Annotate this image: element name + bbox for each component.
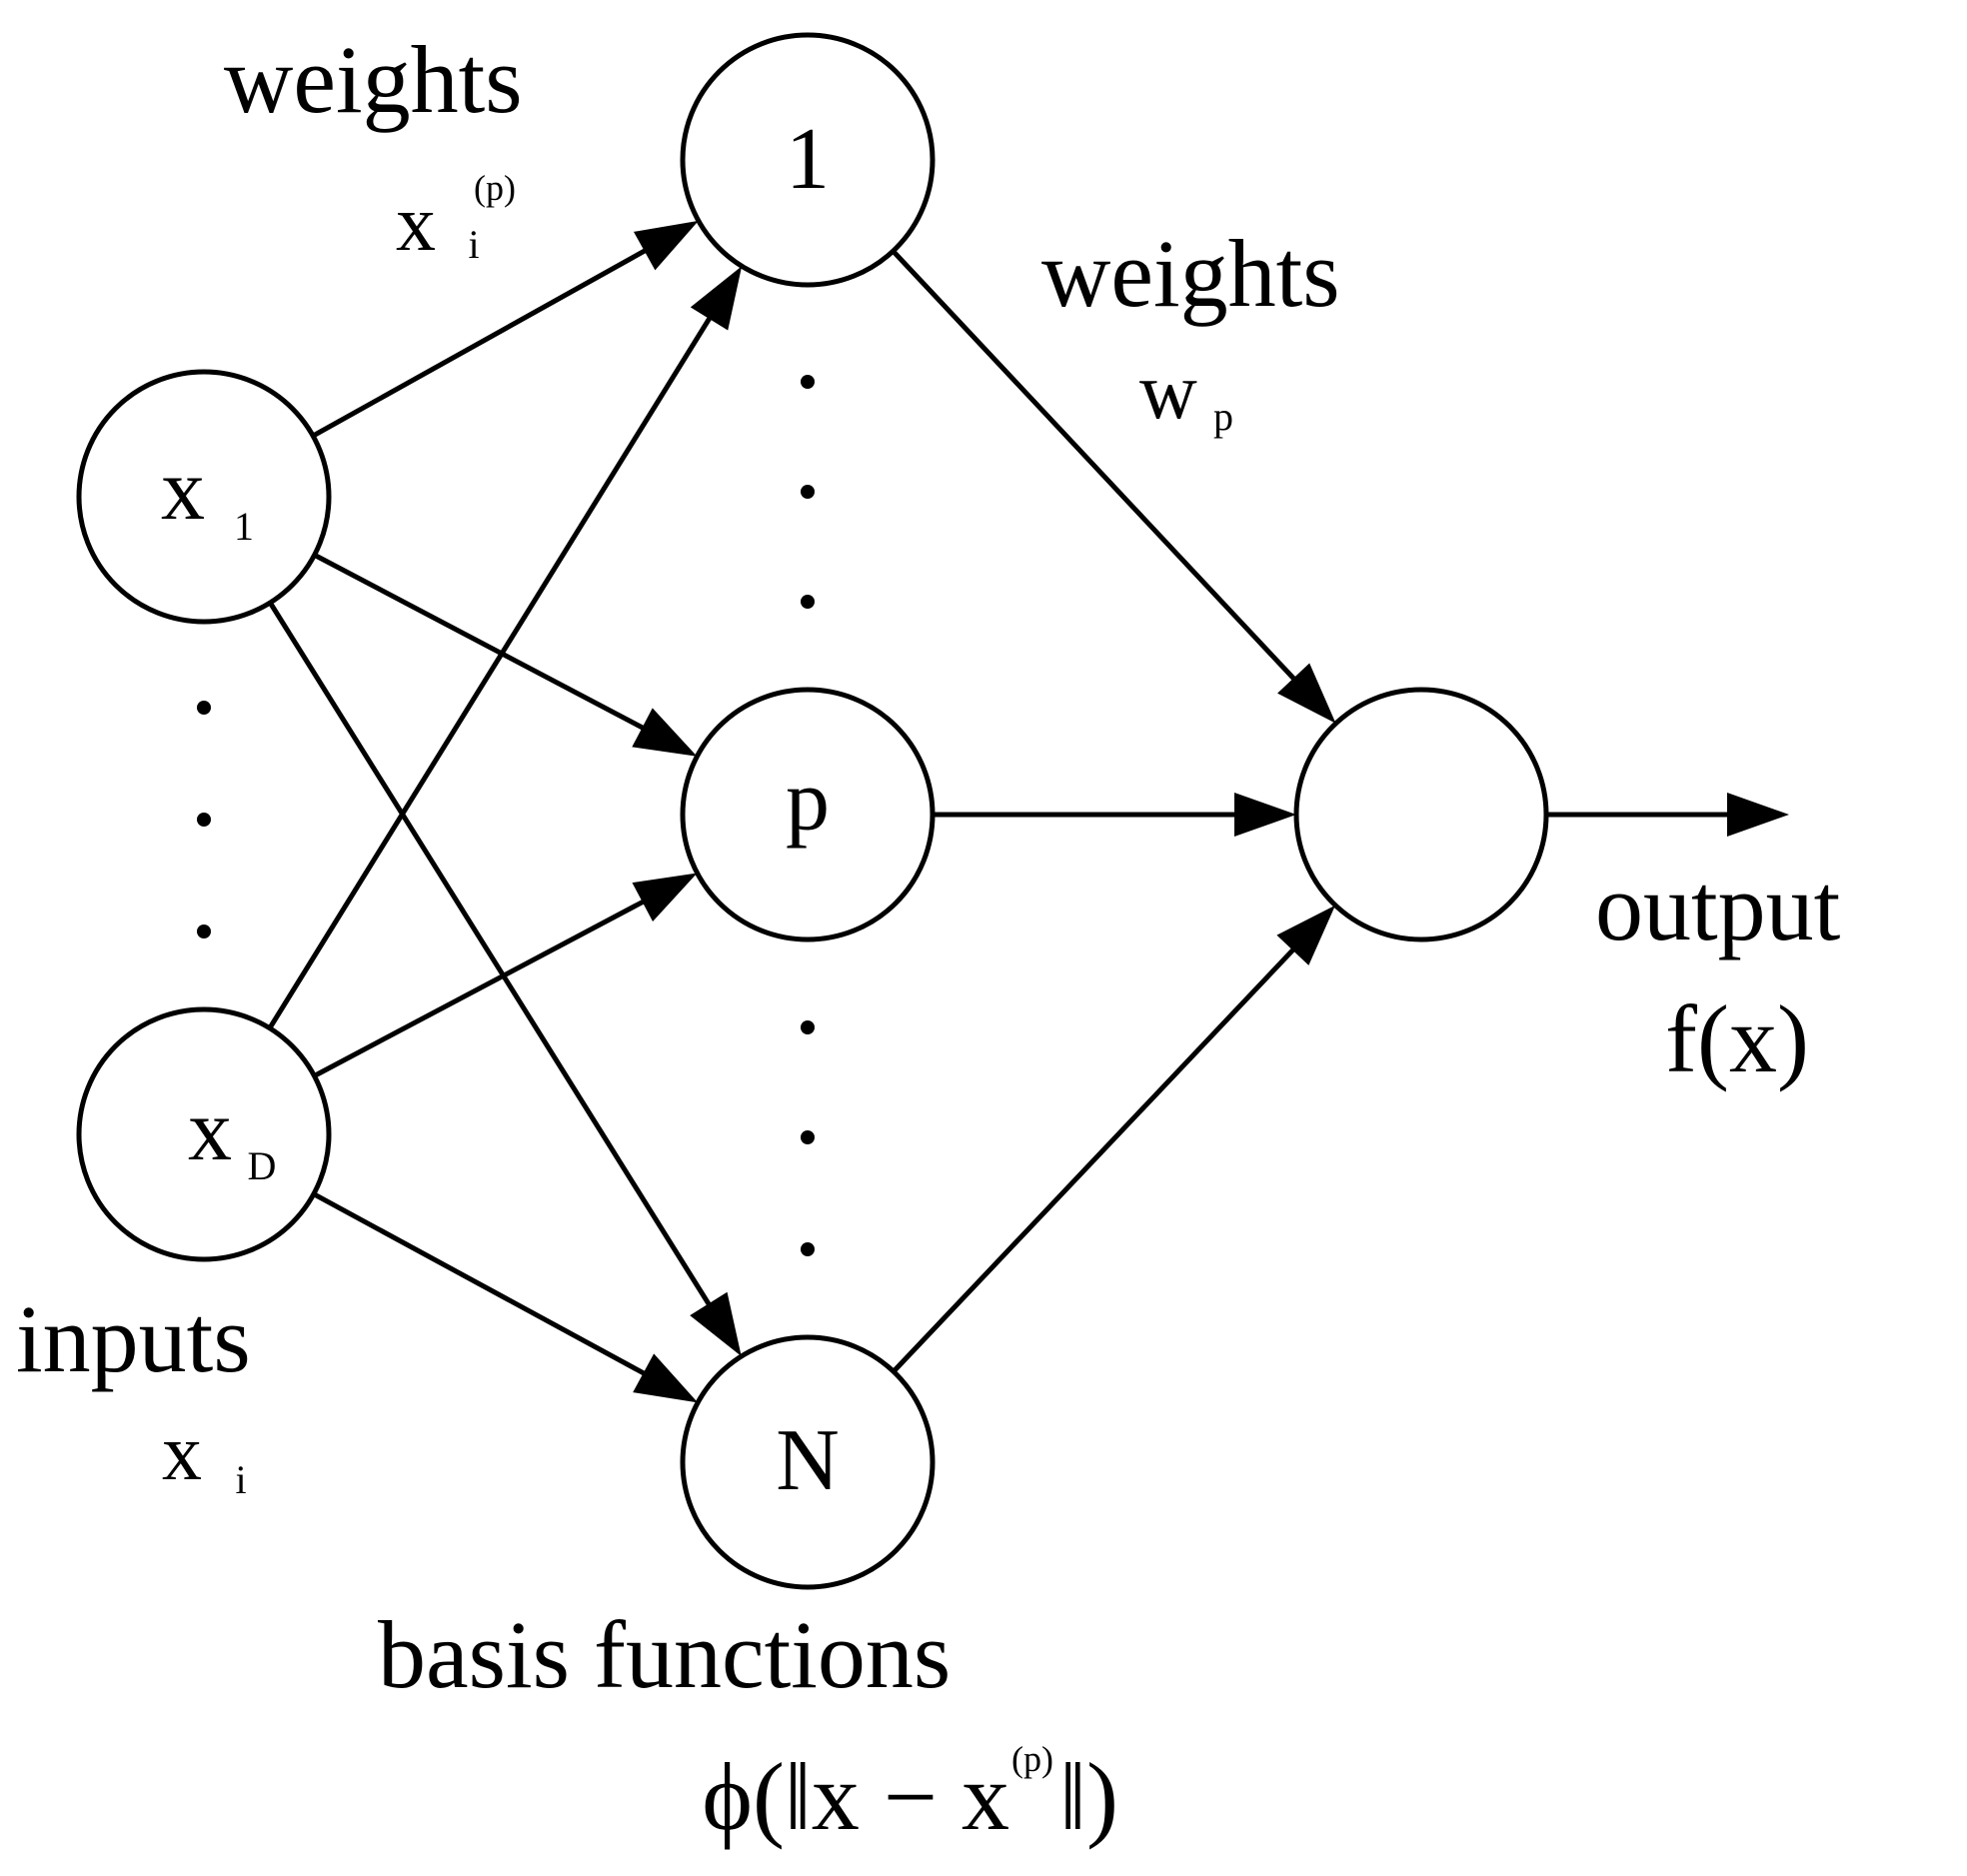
edge-xD-to-hN (312, 1191, 699, 1403)
edge-h1-to-out (891, 249, 1336, 724)
hidden-node-1: 1 (680, 32, 936, 288)
input-node-xD: x D (76, 1006, 332, 1262)
edge-line (267, 314, 714, 1030)
edge-hN-to-out (892, 905, 1336, 1373)
input-node-x1-subscript: 1 (234, 504, 254, 549)
edge-line (891, 249, 1298, 684)
hidden-ellipsis-dot (801, 1130, 815, 1144)
hidden-node-1-label: 1 (786, 111, 830, 208)
hidden-node-N: N (680, 1334, 936, 1590)
hidden-ellipsis-dot (801, 375, 815, 389)
hidden-node-p: p (680, 687, 936, 942)
arrowhead (1277, 663, 1336, 724)
output-weights-subscript: p (1213, 394, 1233, 439)
basis-formula-superscript: (p) (1011, 1739, 1053, 1779)
edge-xD-to-h1 (267, 266, 743, 1030)
inputs-subscript: i (235, 1457, 246, 1502)
input-node-x1: x 1 (76, 369, 332, 625)
arrowhead (1727, 793, 1789, 837)
edge-hp-to-out (933, 793, 1296, 837)
edge-line (311, 246, 650, 439)
basis-functions-title: basis functions (378, 1601, 951, 1708)
edge-line (313, 553, 648, 732)
edge-line (312, 1191, 649, 1377)
input-weights-annotation: weights x i (p) (224, 26, 523, 268)
output-weights-title: weights (1041, 220, 1340, 327)
input-ellipsis-dot (197, 701, 211, 715)
edges-layer (267, 220, 1789, 1403)
output-title: output (1595, 854, 1841, 960)
input-weights-symbol: x (396, 180, 436, 268)
hidden-ellipsis-dot (801, 1242, 815, 1256)
inputs-annotation: inputs x i (16, 1285, 251, 1502)
input-ellipsis-dot (197, 813, 211, 827)
arrowhead (1276, 905, 1336, 965)
ellipsis-dots (197, 375, 815, 1256)
hidden-node-N-label: N (776, 1412, 840, 1509)
output-formula: f(x) (1665, 985, 1809, 1092)
edge-line (313, 898, 648, 1078)
basis-formula-prefix: ϕ(‖x − x (702, 1743, 1009, 1850)
inputs-title: inputs (16, 1285, 251, 1392)
input-ellipsis-dot (197, 925, 211, 938)
hidden-ellipsis-dot (801, 485, 815, 499)
inputs-symbol: x (162, 1409, 202, 1497)
input-node-x1-label: x (161, 442, 205, 539)
hidden-ellipsis-dot (801, 1020, 815, 1034)
hidden-node-p-label: p (786, 753, 830, 850)
basis-formula-suffix: ‖) (1059, 1743, 1118, 1850)
arrowhead (690, 266, 743, 331)
edge-xD-to-hp (313, 873, 698, 1078)
edge-x1-to-hp (313, 553, 698, 757)
input-weights-subscript: i (468, 222, 479, 267)
edge-out-to-output-terminal (1546, 793, 1789, 837)
input-weights-title: weights (224, 26, 523, 133)
output-weights-annotation: weights w p (1041, 220, 1340, 439)
arrowhead (632, 873, 698, 922)
input-weights-superscript: (p) (474, 168, 516, 208)
basis-functions-annotation: basis functions ϕ(‖x − x (p) ‖) (378, 1601, 1118, 1850)
arrowhead (1234, 793, 1296, 837)
output-annotation: output f(x) (1595, 854, 1841, 1092)
hidden-ellipsis-dot (801, 595, 815, 609)
output-weights-symbol: w (1139, 348, 1197, 436)
edge-x1-to-hN (268, 601, 742, 1357)
edge-line (892, 945, 1297, 1373)
arrowhead (632, 708, 698, 757)
output-node (1293, 687, 1549, 942)
arrowhead (690, 1291, 742, 1357)
edge-line (268, 601, 714, 1309)
arrowhead (633, 220, 699, 271)
edge-x1-to-h1 (311, 220, 699, 439)
arrowhead (633, 1353, 699, 1403)
input-node-xD-subscript: D (248, 1143, 277, 1188)
input-node-xD-label: x (188, 1082, 232, 1179)
